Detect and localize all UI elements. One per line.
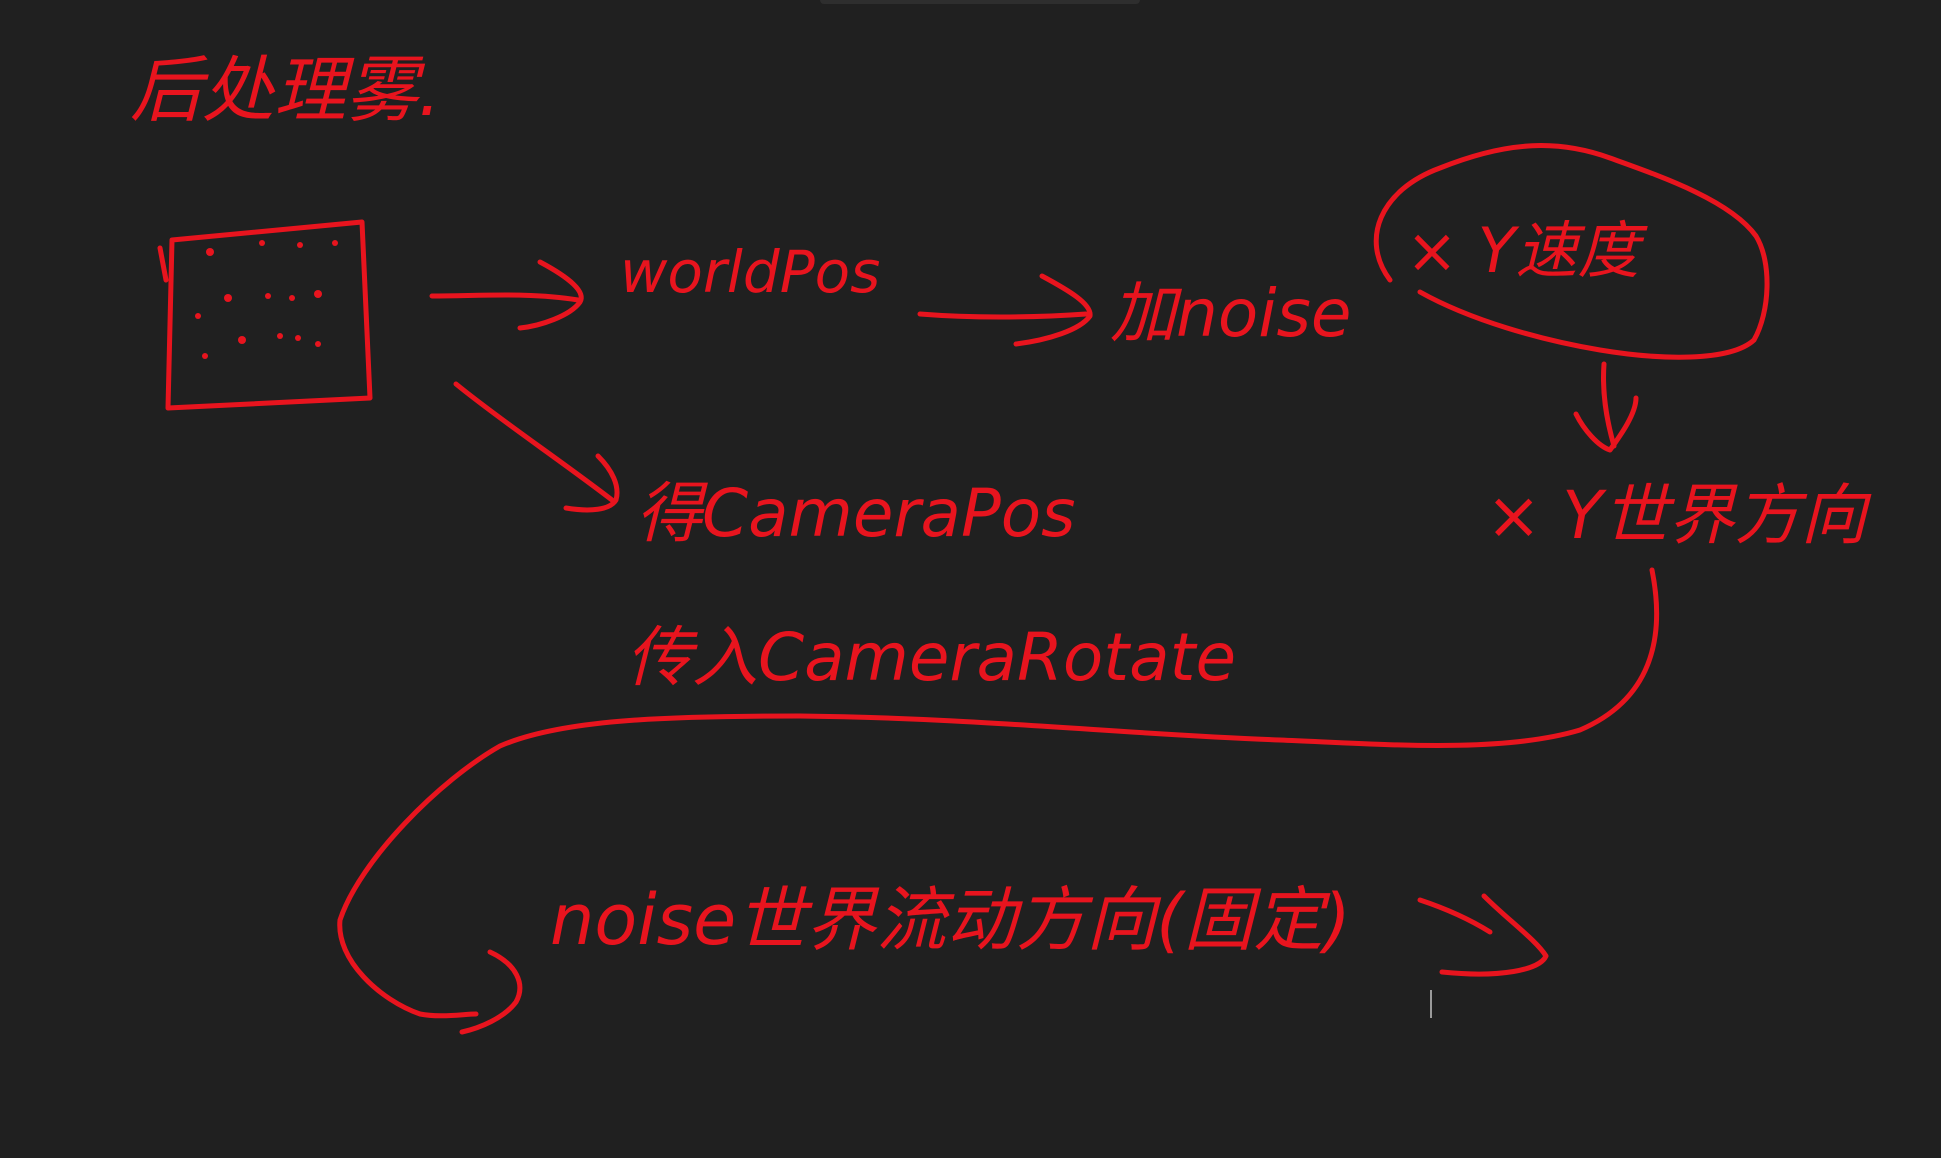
window-top-handle [820,0,1140,4]
trailing-arrow [1417,893,1549,977]
get-camerapos-label: 得CameraPos [636,475,1076,552]
add-noise-label: 加noise [1110,275,1352,352]
times-y-speed-label: × Y速度 [1406,214,1649,287]
speed-circle [1373,143,1770,360]
arrow-worldpos-to-noise [917,273,1093,347]
pass-camerarotate-label: 传入CameraRotate [626,619,1236,696]
arrow-speed-to-world-dir [1573,361,1639,453]
title-label: 后处理雾. [130,48,441,132]
arrow-box-to-worldpos [429,259,584,331]
text-cursor [1430,990,1432,1018]
curve-to-noise-flow [337,567,1660,1035]
screen-texture-box [157,219,373,411]
worldpos-label: worldPos [620,238,880,306]
arrow-box-to-camerapos [453,381,620,513]
times-y-world-dir-label: × Y世界方向 [1486,477,1872,554]
noise-world-flow-dir-label: noise世界流动方向(固定) [550,879,1351,961]
